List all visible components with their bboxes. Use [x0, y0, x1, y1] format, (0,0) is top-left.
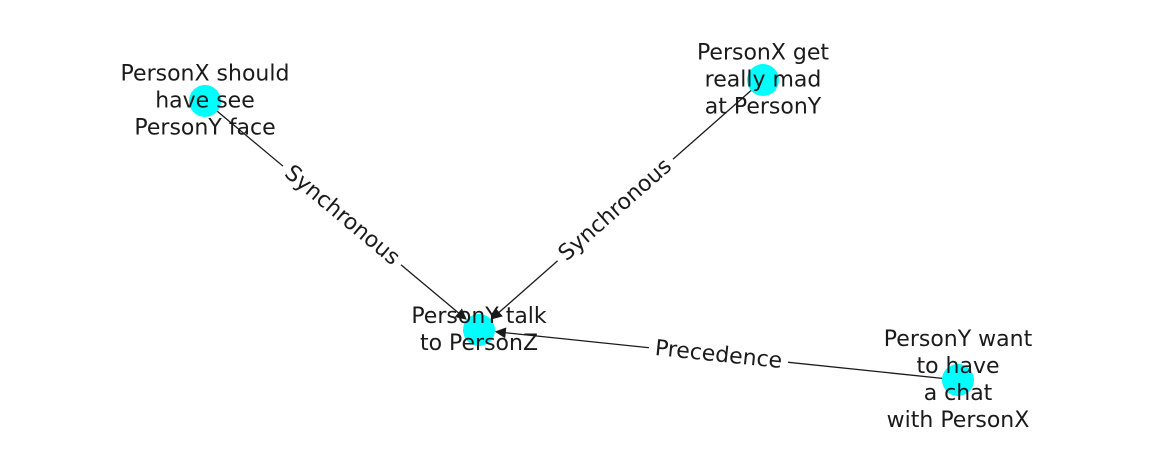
node-label-line: have see [155, 89, 255, 114]
edge-label-background [273, 155, 411, 276]
node-label-line: to PersonZ [420, 331, 538, 356]
edge-label-background [548, 148, 683, 272]
nodes-layer [189, 64, 974, 396]
edge-label-group-e2: Synchronous [548, 148, 683, 272]
edge-label-background [647, 333, 790, 377]
node-label-line: PersonY talk [411, 304, 547, 329]
node-label-line: PersonY face [134, 116, 275, 141]
node-label-line: PersonX should [121, 62, 290, 87]
node-label-line: a chat [924, 381, 993, 406]
node-label-line: at PersonY [705, 95, 822, 120]
node-n2 [747, 64, 779, 96]
node-n3 [463, 314, 495, 346]
node-label-line: really mad [705, 68, 822, 93]
node-n4 [942, 364, 974, 396]
edge-label-e2: Synchronous [554, 154, 677, 266]
edge-label-group-e1: Synchronous [273, 155, 411, 276]
edge-label-e1: Synchronous [280, 160, 405, 270]
node-label-line: PersonY want [884, 327, 1033, 352]
node-label-line: to have [916, 354, 999, 379]
node-label-line: with PersonX [887, 408, 1030, 433]
edge-label-group-e3: Precedence [647, 333, 790, 377]
node-label-line: PersonX get [697, 41, 829, 66]
node-n1 [189, 85, 221, 117]
